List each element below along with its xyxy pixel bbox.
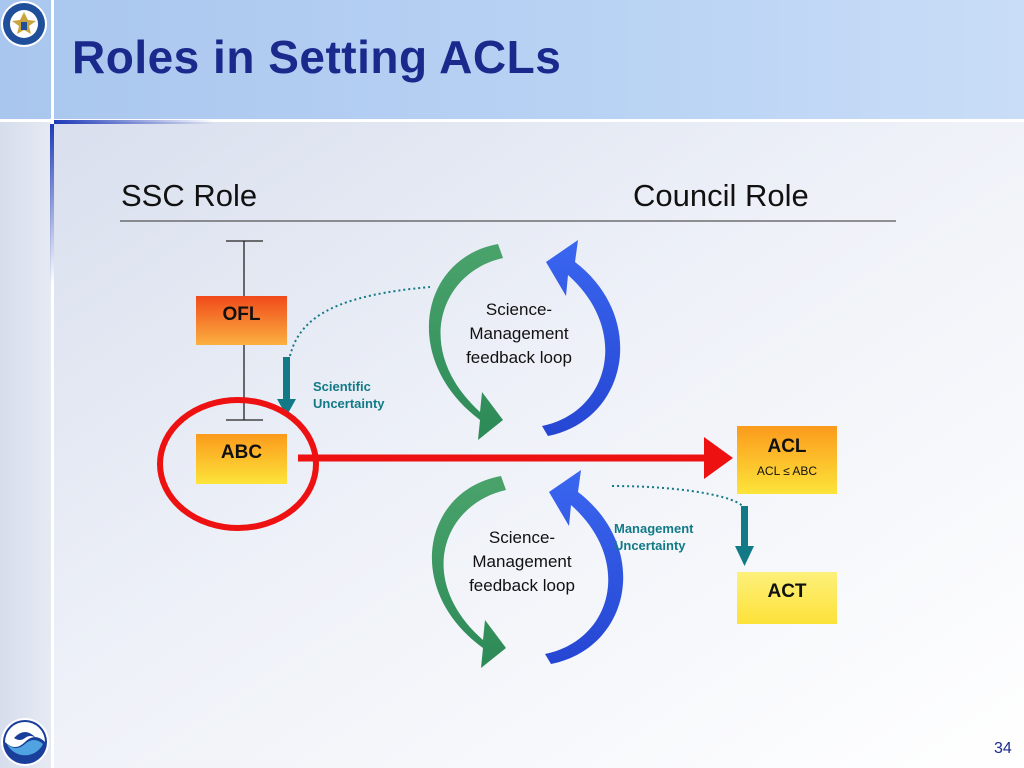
- abc-to-acl-arrow: [298, 437, 733, 479]
- top-feedback-loop-label: Science- Management feedback loop: [466, 300, 572, 367]
- acl-condition-label: ACL ≤ ABC: [756, 464, 818, 478]
- left-sidebar: [0, 120, 52, 768]
- scientific-uncertainty-arrow: [277, 357, 296, 416]
- abc-box: ABC: [196, 434, 287, 484]
- management-uncertainty-label: Management Uncertainty: [614, 521, 694, 553]
- title-bar: [0, 0, 1024, 120]
- page-number: 34: [994, 740, 1012, 757]
- noaa-logo: [1, 718, 49, 766]
- management-uncertainty-arrow: [735, 506, 754, 566]
- acl-label: ACL: [767, 436, 807, 457]
- divider-horizontal: [0, 119, 1024, 122]
- acl-box: ACL ACL ≤ ABC: [737, 426, 837, 494]
- ssc-role-heading: SSC Role: [121, 178, 258, 213]
- slide-title: Roles in Setting ACLs: [72, 31, 562, 83]
- accent-bar-horizontal: [54, 120, 214, 124]
- top-feedback-loop-arrows: [428, 240, 621, 440]
- management-uncertainty-dotted-curve: [611, 485, 745, 509]
- council-role-heading: Council Role: [633, 178, 809, 213]
- bottom-feedback-loop-arrows: [431, 470, 624, 668]
- bottom-feedback-loop-label: Science- Management feedback loop: [469, 528, 575, 595]
- divider-vertical: [51, 0, 54, 768]
- scientific-uncertainty-dotted-curve: [289, 286, 431, 357]
- commerce-seal-logo: [1, 1, 47, 47]
- ofl-box: OFL: [196, 296, 287, 345]
- act-box: ACT: [737, 572, 837, 624]
- accent-bar-vertical: [50, 124, 54, 284]
- scientific-uncertainty-label: Scientific Uncertainty: [313, 379, 385, 411]
- abc-highlight-circle: [157, 397, 319, 531]
